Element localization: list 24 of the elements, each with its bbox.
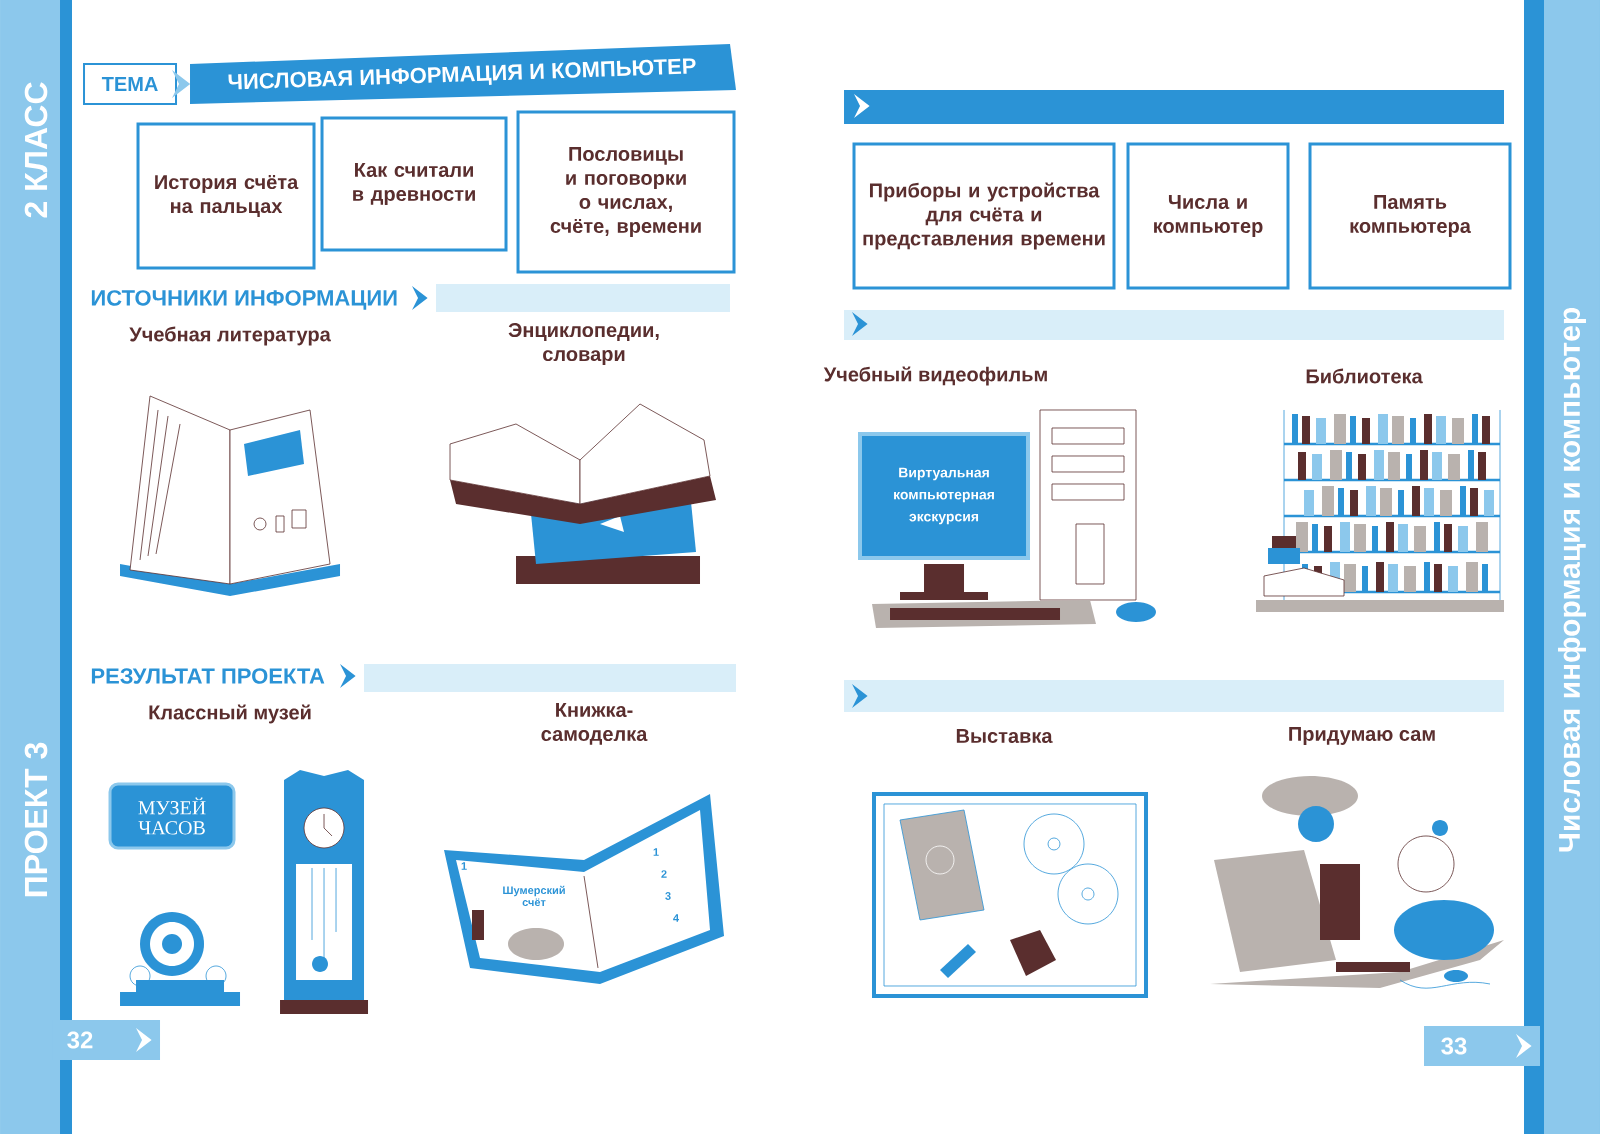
heading: ЧИСЛОВАЯ ИНФОРМАЦИЯ И КОМПЬЮТЕР <box>228 58 696 90</box>
page-number: 32 <box>67 1031 93 1049</box>
side-label: ПРОЕКТ 3 <box>24 742 48 897</box>
caption: Классный музей <box>149 704 311 724</box>
topic-box: Память компьютера <box>1308 142 1512 290</box>
caption: Библиотека <box>1306 368 1423 384</box>
tab-label: ТЕМА <box>101 77 158 91</box>
side-label: Числовая информация и компьютер <box>1558 308 1586 852</box>
caption: Выставка <box>956 729 1053 743</box>
topic-box: Пословицы и поговорки о числах, счёте, времени <box>516 110 736 274</box>
caption: Учебный видеофильм <box>823 366 1047 386</box>
side-label: 2 КЛАСС <box>24 82 48 218</box>
topic-box: Числа и компьютер <box>1126 142 1290 290</box>
page-number: 33 <box>1441 1037 1467 1055</box>
section-heading: РЕЗУЛЬТАТ ПРОЕКТА <box>91 668 325 684</box>
caption: Книжка-самоделка <box>541 703 648 745</box>
section-heading: ИСТОЧНИКИ ИНФОРМАЦИИ <box>91 290 397 310</box>
caption: Придумаю сам <box>1289 727 1435 745</box>
caption: Учебная литература <box>129 326 331 346</box>
topic-box: Приборы и устройства для счёта и представления времени <box>852 142 1116 290</box>
caption: Энциклопедии, словари <box>508 322 659 366</box>
topic-box: История счёта на пальцах <box>136 122 316 270</box>
museum-sign: МУЗЕЙ ЧАСОВ <box>108 782 236 850</box>
topic-box: Как считали в древности <box>320 116 508 252</box>
